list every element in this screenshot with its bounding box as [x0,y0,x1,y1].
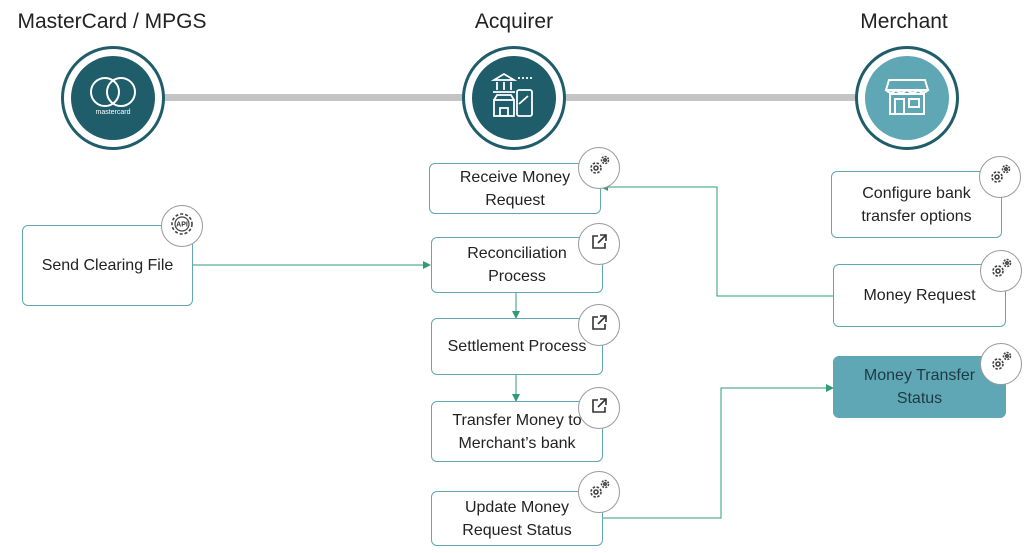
update-money-request-status-box[interactable]: Update Money Request Status [431,491,603,546]
lane-title-merchant: Merchant [860,10,948,33]
configure-bank-transfer-label: Configure bank transfer options [861,184,972,225]
money-request-gears-badge [980,250,1022,292]
send-clearing-file-label: Send Clearing File [41,257,174,274]
merchant-actor [855,46,959,150]
mastercard-logo-icon [83,73,143,124]
transfer-money-box[interactable]: Transfer Money to Merchant’s bank [431,401,603,462]
update-money-request-status-label: Update Money Request Status [462,498,572,539]
settlement-external-badge [578,304,620,346]
acquirer-actor [462,46,566,150]
reconciliation-external-badge [578,223,620,265]
receive-money-request-box[interactable]: Receive Money Request [429,163,601,214]
reconciliation-process-label: Reconciliation Process [467,245,567,285]
storefront-icon [881,70,933,127]
api-badge-text: API [176,221,188,228]
gears-icon [584,475,614,510]
connector-money-request-to-receive [600,183,833,297]
bank-pos-icon [486,68,542,129]
update-status-gears-badge [578,471,620,513]
external-link-icon [589,232,609,257]
lane-title-acquirer: Acquirer [474,10,554,33]
external-link-icon [589,313,609,338]
gears-icon [584,151,614,186]
mastercard-logo-text: mastercard [95,109,131,116]
connector-update-status-to-transfer-status [603,384,834,519]
lane-title-mastercard: MasterCard / MPGS [17,10,207,33]
api-badge: API [161,205,203,247]
gears-icon [986,254,1016,289]
transfer-money-external-badge [578,387,620,429]
external-link-icon [589,396,609,421]
mastercard-actor: mastercard [61,46,165,150]
receive-money-request-gears-badge [578,147,620,189]
transfer-money-label: Transfer Money to Merchant’s bank [452,411,582,452]
money-transfer-status-gears-badge [980,343,1022,385]
money-request-label: Money Request [863,287,976,304]
gears-icon [986,347,1016,382]
settlement-process-label: Settlement Process [447,338,587,355]
money-transfer-status-label: Money Transfer Status [863,367,976,407]
reconciliation-process-box[interactable]: Reconciliation Process [431,237,603,293]
configure-bank-transfer-box[interactable]: Configure bank transfer options [831,171,1002,238]
money-request-box[interactable]: Money Request [833,264,1006,327]
configure-gears-badge [979,156,1021,198]
settlement-process-box[interactable]: Settlement Process [431,318,603,375]
gears-icon [985,160,1015,195]
api-gear-icon: API [167,209,197,244]
money-transfer-status-box[interactable]: Money Transfer Status [833,356,1006,418]
receive-money-request-label: Receive Money Request [459,168,571,209]
